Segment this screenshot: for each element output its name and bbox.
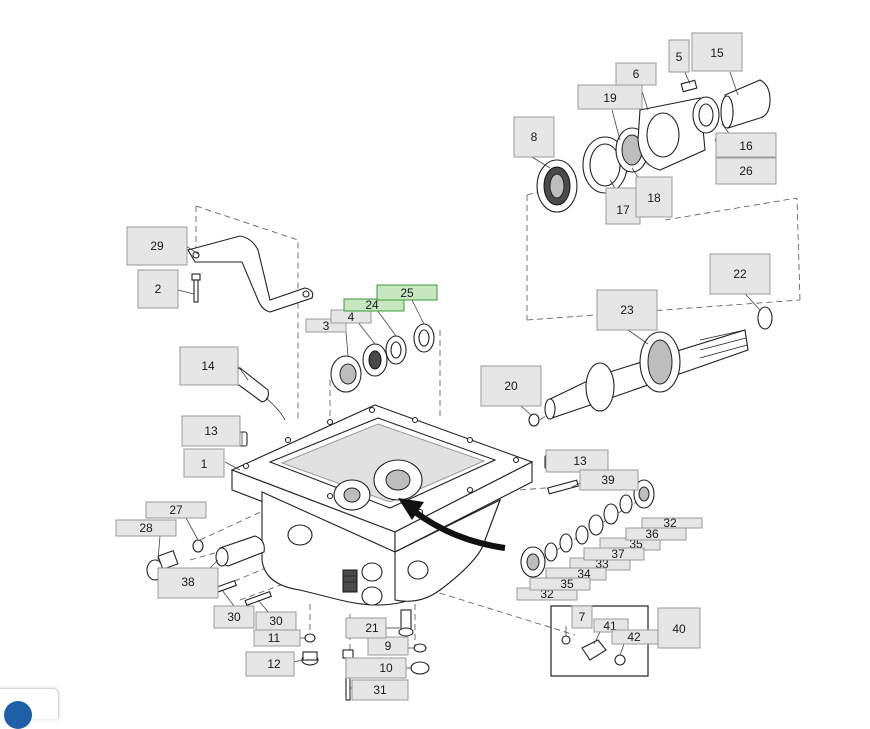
- callout-label[interactable]: 13: [545, 449, 609, 473]
- callout-label[interactable]: 14: [179, 346, 239, 386]
- callout-label[interactable]: 30: [213, 605, 255, 629]
- callout-label[interactable]: 19: [577, 84, 643, 110]
- svg-text:21: 21: [365, 621, 379, 635]
- callout-label[interactable]: 18: [635, 176, 673, 218]
- callout-label[interactable]: 21: [345, 617, 387, 639]
- bolt-2: [191, 273, 201, 303]
- drive-shaft: [544, 329, 749, 420]
- svg-text:5: 5: [676, 50, 683, 64]
- callout-label[interactable]: 6: [615, 62, 657, 86]
- callout-label[interactable]: 28: [115, 519, 177, 537]
- callout-label[interactable]: 38: [157, 567, 219, 599]
- callout-label[interactable]: 4: [330, 309, 372, 324]
- svg-text:15: 15: [710, 46, 724, 60]
- corner-widget[interactable]: [0, 688, 59, 729]
- callout-label[interactable]: 15: [691, 32, 743, 72]
- callout-label[interactable]: 36: [625, 527, 687, 541]
- svg-text:39: 39: [601, 473, 615, 487]
- svg-text:27: 27: [169, 503, 183, 517]
- transmission-housing: [230, 404, 534, 606]
- svg-text:35: 35: [560, 577, 574, 591]
- svg-text:11: 11: [268, 631, 281, 645]
- svg-text:40: 40: [672, 622, 686, 636]
- callout-label[interactable]: 5: [668, 39, 690, 73]
- callout-label[interactable]: 37: [583, 547, 645, 561]
- bracket-part: [187, 235, 314, 313]
- callout-label[interactable]: 17: [605, 187, 641, 225]
- callout-label[interactable]: 25: [376, 284, 438, 301]
- svg-text:23: 23: [620, 303, 634, 317]
- svg-text:26: 26: [739, 164, 753, 178]
- callout-label[interactable]: 16: [715, 132, 777, 158]
- shaft-snap-ring: [757, 306, 773, 330]
- callout-label[interactable]: 1: [183, 448, 225, 478]
- svg-text:37: 37: [611, 547, 625, 561]
- callout-label[interactable]: 12: [245, 651, 295, 677]
- svg-text:13: 13: [204, 424, 218, 438]
- svg-text:36: 36: [645, 527, 659, 541]
- svg-text:8: 8: [531, 130, 538, 144]
- callout-label[interactable]: 2: [137, 269, 179, 309]
- svg-text:7: 7: [579, 610, 586, 624]
- callout-label[interactable]: 26: [715, 157, 777, 185]
- hub-assembly: [536, 79, 771, 213]
- gear-stack: [520, 479, 655, 578]
- callout-label[interactable]: 40: [657, 607, 701, 649]
- assembly-arrow: [398, 498, 506, 551]
- svg-text:28: 28: [139, 521, 153, 535]
- callout-label[interactable]: 27: [145, 501, 207, 519]
- callout-label[interactable]: 41: [593, 618, 629, 633]
- svg-text:30: 30: [269, 614, 283, 628]
- svg-text:24: 24: [365, 298, 379, 312]
- shaft-o-ring: [528, 413, 540, 427]
- svg-text:3: 3: [323, 319, 330, 333]
- callout-label[interactable]: 13: [181, 415, 241, 447]
- left-plug-and-fittings: [146, 535, 272, 606]
- svg-text:10: 10: [379, 661, 393, 675]
- svg-text:16: 16: [739, 139, 753, 153]
- callout-label[interactable]: 29: [126, 226, 188, 266]
- svg-text:18: 18: [647, 191, 661, 205]
- callout-label[interactable]: 30: [255, 611, 297, 631]
- callout-label[interactable]: 42: [611, 629, 659, 645]
- svg-text:1: 1: [201, 457, 208, 471]
- svg-text:38: 38: [181, 575, 195, 589]
- svg-text:12: 12: [267, 657, 281, 671]
- callout-label[interactable]: 20: [480, 365, 542, 407]
- svg-text:20: 20: [504, 379, 518, 393]
- sealant-tube: [230, 367, 286, 421]
- callout-label[interactable]: 24: [343, 298, 405, 312]
- callout-label[interactable]: 23: [596, 289, 658, 331]
- callout-label[interactable]: 10: [345, 657, 407, 679]
- svg-text:29: 29: [150, 239, 164, 253]
- svg-text:13: 13: [573, 454, 587, 468]
- callout-label[interactable]: 39: [579, 469, 639, 491]
- callout-label[interactable]: 35: [529, 577, 591, 591]
- svg-text:9: 9: [385, 639, 392, 653]
- svg-text:4: 4: [348, 310, 355, 324]
- leader-lines: [157, 69, 761, 689]
- callout-label[interactable]: 22: [709, 253, 771, 295]
- svg-text:25: 25: [400, 286, 414, 300]
- svg-text:30: 30: [227, 610, 241, 624]
- svg-text:32: 32: [663, 516, 677, 530]
- svg-text:22: 22: [733, 267, 747, 281]
- svg-text:14: 14: [201, 359, 215, 373]
- svg-text:6: 6: [633, 67, 640, 81]
- callout-label[interactable]: 11: [253, 629, 301, 647]
- callout-label[interactable]: 7: [571, 605, 593, 629]
- callout-labels: 1 2 3 4 5 6 7 8 9 10 11 12 13 13 14 15 1…: [115, 32, 777, 701]
- svg-text:19: 19: [603, 91, 617, 105]
- svg-text:17: 17: [616, 203, 630, 217]
- blue-app-icon[interactable]: [4, 701, 32, 729]
- svg-text:31: 31: [373, 683, 387, 697]
- pinion-bearing-cluster: [330, 323, 435, 393]
- svg-text:2: 2: [155, 282, 162, 296]
- svg-text:42: 42: [627, 630, 641, 644]
- callout-label[interactable]: 31: [351, 679, 409, 701]
- callout-label[interactable]: 9: [367, 636, 409, 656]
- callout-label[interactable]: 8: [513, 116, 555, 158]
